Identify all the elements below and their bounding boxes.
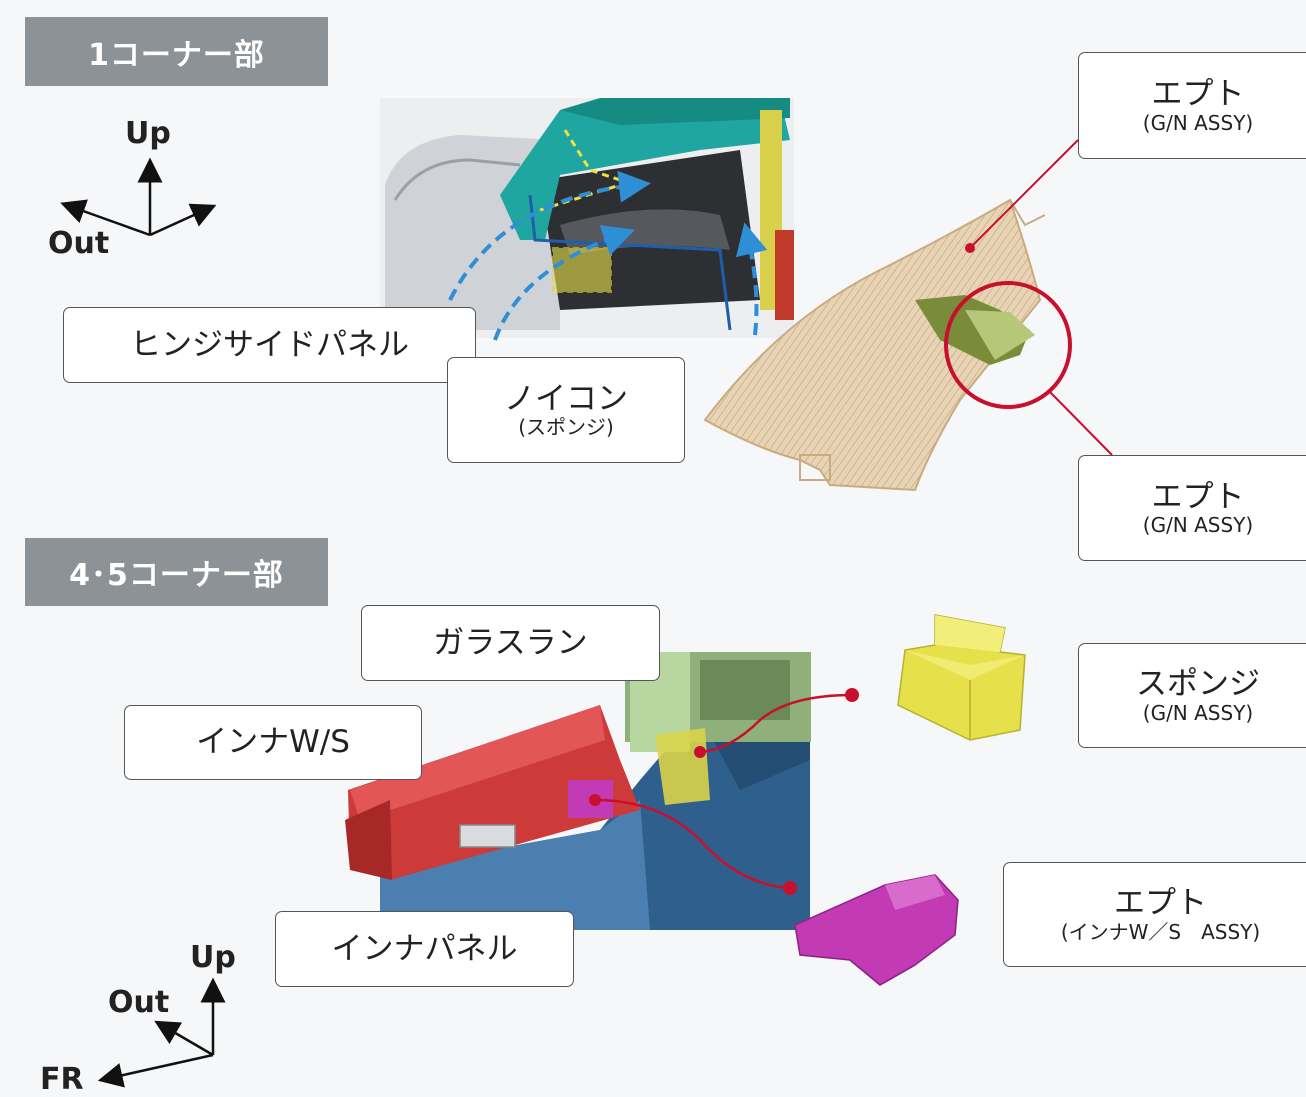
label-noicon: ノイコン (スポンジ) bbox=[447, 357, 685, 463]
corner1-render bbox=[380, 98, 794, 341]
label-ept-mid: エプト (G/N ASSY) bbox=[1078, 455, 1306, 561]
section-header-corner45: 4･5コーナー部 bbox=[25, 538, 328, 606]
label-ept-bottom-sub: (インナW／S ASSY) bbox=[1060, 919, 1261, 944]
label-ept-top: エプト (G/N ASSY) bbox=[1078, 52, 1306, 159]
label-sponge: スポンジ (G/N ASSY) bbox=[1078, 643, 1306, 748]
label-ept-mid-sub: (G/N ASSY) bbox=[1142, 513, 1254, 538]
axes-top-arrows bbox=[60, 157, 217, 237]
axis-label-out-bottom: Out bbox=[108, 985, 170, 1020]
axis-label-up-top: Up bbox=[125, 116, 171, 151]
label-inner-panel: インナパネル bbox=[275, 911, 574, 987]
label-glass-run: ガラスラン bbox=[361, 605, 660, 681]
ept-gn-assy-render bbox=[703, 139, 1113, 492]
label-ept-mid-main: エプト bbox=[1151, 478, 1245, 515]
section-title-corner45: 4･5コーナー部 bbox=[69, 558, 284, 593]
sponge-part-render bbox=[897, 614, 1026, 741]
label-noicon-main: ノイコン bbox=[504, 380, 628, 417]
axis-label-up-bottom: Up bbox=[190, 940, 236, 975]
label-sponge-sub: (G/N ASSY) bbox=[1142, 700, 1254, 725]
label-ept-bottom: エプト (インナW／S ASSY) bbox=[1003, 862, 1306, 967]
label-ept-bottom-main: エプト bbox=[1114, 885, 1207, 922]
label-noicon-sub: (スポンジ) bbox=[518, 415, 614, 440]
label-ept-top-sub: (G/N ASSY) bbox=[1142, 110, 1254, 135]
label-inner-ws: インナW/S bbox=[124, 705, 422, 780]
ept-inner-ws-part-render bbox=[794, 874, 959, 986]
label-inner-ws-text: インナW/S bbox=[196, 724, 350, 761]
label-hinge-side-panel: ヒンジサイドパネル bbox=[63, 307, 476, 383]
label-glass-run-text: ガラスラン bbox=[433, 624, 588, 661]
axis-label-fr-bottom: FR bbox=[40, 1062, 84, 1097]
label-hinge-side-panel-text: ヒンジサイドパネル bbox=[130, 326, 409, 363]
corner45-render bbox=[345, 652, 859, 930]
section-title-corner1: 1コーナー部 bbox=[88, 37, 265, 73]
section-header-corner1: 1コーナー部 bbox=[25, 17, 328, 86]
label-ept-top-main: エプト bbox=[1151, 76, 1245, 113]
axis-label-out-top: Out bbox=[48, 226, 110, 261]
label-inner-panel-text: インナパネル bbox=[331, 930, 518, 967]
axes-bottom-arrows bbox=[97, 977, 226, 1088]
label-sponge-main: スポンジ bbox=[1136, 666, 1260, 703]
